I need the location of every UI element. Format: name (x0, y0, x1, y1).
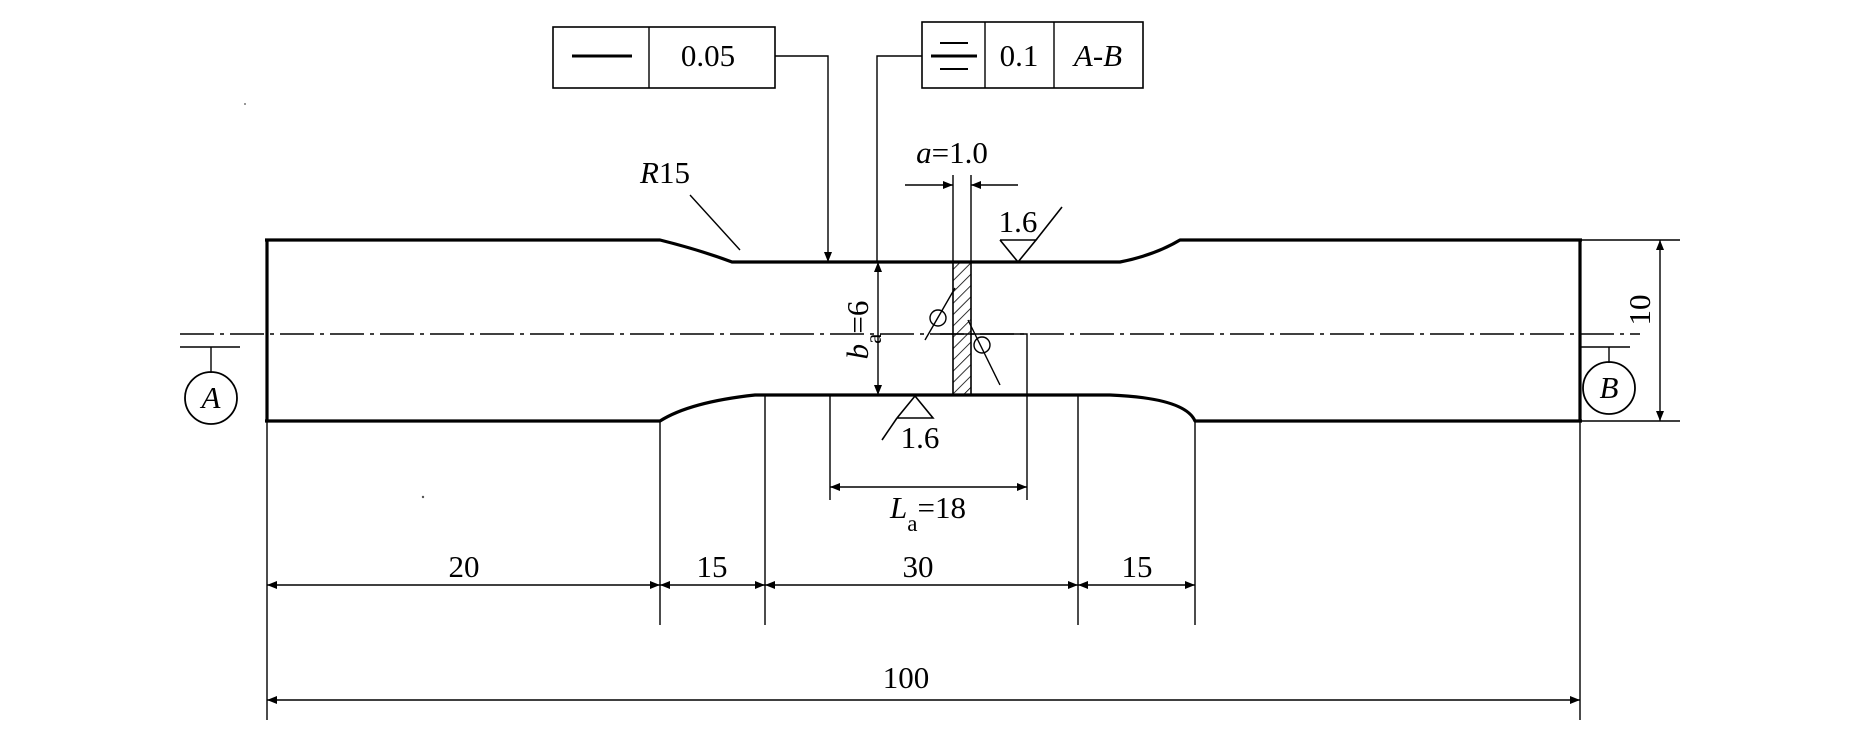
gauge-length-dimension: La=18 (830, 483, 1027, 536)
thickness-dimension: 10 (1582, 239, 1680, 422)
scan-speck (421, 495, 425, 499)
dim-seg1: 20 (449, 549, 480, 584)
gauge-width-dimension: ba=6 (840, 262, 886, 395)
weld-seam (952, 261, 972, 396)
roughness-bottom-value: 1.6 (901, 420, 940, 455)
specimen-outline (265, 238, 1582, 423)
specimen-top-edge (265, 238, 1582, 264)
roughness-symbol-top: 1.6 (999, 204, 1063, 264)
symmetry-value: 0.1 (1000, 38, 1039, 73)
symmetry-tolerance-frame: 0.1 A-B (876, 21, 1144, 262)
flatness-value: 0.05 (681, 38, 735, 73)
dim-seg2: 15 (697, 549, 728, 584)
flatness-tolerance-frame: 0.05 (552, 26, 832, 262)
radius-callout: R15 (639, 155, 741, 251)
dim-seg4: 15 (1122, 549, 1153, 584)
thickness-value: 10 (1622, 295, 1657, 326)
dim-total: 100 (883, 660, 930, 695)
segment-dimensions: 20 15 30 15 (267, 549, 1195, 589)
symmetry-icon (931, 42, 977, 70)
datum-a-symbol: A (180, 346, 240, 425)
weld-gap-dimension: a=1.0 (905, 135, 1018, 262)
weld-symbols (924, 287, 1001, 386)
radius-label: R15 (639, 155, 690, 190)
datum-b-symbol: B (1580, 346, 1636, 415)
weld-gap-label: a=1.0 (916, 135, 988, 170)
scan-speck (244, 103, 246, 105)
roughness-top-value: 1.6 (999, 204, 1038, 239)
dim-seg3: 30 (903, 549, 934, 584)
datum-a-label: A (200, 380, 222, 415)
specimen-bottom-edge (265, 393, 1582, 423)
radius-number: 15 (659, 155, 690, 190)
gauge-width-label: ba=6 (840, 301, 886, 360)
total-length-dimension: 100 (267, 660, 1580, 704)
symmetry-datum: A-B (1072, 38, 1122, 73)
gauge-length-label: La=18 (889, 490, 966, 536)
datum-b-label: B (1600, 370, 1619, 405)
roughness-symbol-bottom: 1.6 (881, 394, 940, 455)
